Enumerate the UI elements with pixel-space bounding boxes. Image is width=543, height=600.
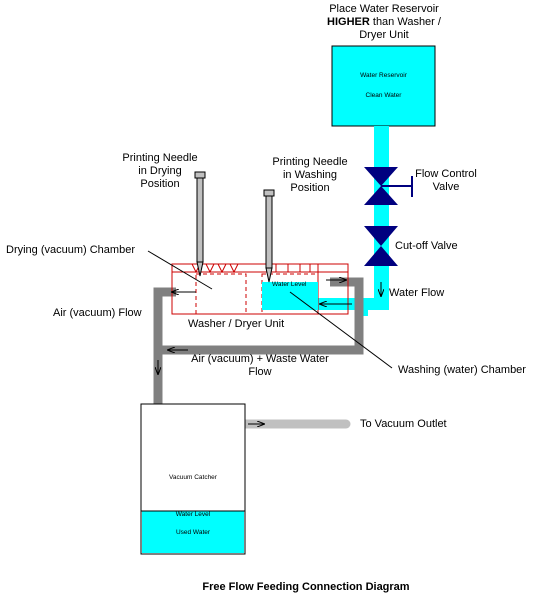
catcher-water-level: Water Level bbox=[175, 511, 211, 518]
drying-chamber-leader bbox=[147, 250, 213, 290]
needle-drying-line2: in Drying bbox=[138, 165, 182, 177]
drying-chamber-label: Drying (vacuum) Chamber bbox=[6, 244, 135, 256]
cutoff-valve-label: Cut-off Valve bbox=[395, 240, 458, 252]
air-flow-label: Air (vacuum) Flow bbox=[53, 307, 142, 319]
washing-chamber-leader bbox=[289, 291, 393, 369]
needle-washing-line3: Position bbox=[290, 182, 330, 194]
washing-chamber-label: Washing (water) Chamber bbox=[398, 364, 526, 376]
needle-drying-label: Printing Needle in Drying Position bbox=[112, 152, 208, 191]
needle-washing-line1: Printing Needle bbox=[272, 156, 348, 168]
reservoir-box-subtitle: Clean Water bbox=[365, 92, 402, 99]
reservoir-note-rest: than Washer / bbox=[369, 16, 441, 28]
reservoir-note-line1: Place Water Reservoir bbox=[329, 3, 439, 15]
needle-washing bbox=[263, 189, 275, 283]
cutoff-valve bbox=[364, 226, 398, 266]
needle-washing-line2: in Washing bbox=[282, 169, 337, 181]
reservoir-note-line3: Dryer Unit bbox=[359, 29, 409, 41]
needle-washing-label: Printing Needle in Washing Position bbox=[262, 156, 358, 195]
water-flow-label: Water Flow bbox=[389, 287, 445, 299]
needle-drying-line3: Position bbox=[140, 178, 180, 190]
vacuum-outlet-label: To Vacuum Outlet bbox=[360, 418, 447, 430]
flow-control-line2: Valve bbox=[432, 181, 460, 193]
flow-control-valve-label: Flow Control Valve bbox=[410, 168, 482, 194]
combined-flow-line1: Air (vacuum) + Waste Water bbox=[191, 353, 329, 365]
inner-water-level-label: Water Level bbox=[272, 281, 307, 288]
combined-flow-label: Air (vacuum) + Waste Water Flow bbox=[178, 353, 342, 379]
reservoir-note-bold: HIGHER bbox=[327, 16, 370, 28]
combined-flow-line2: Flow bbox=[248, 366, 272, 378]
flow-control-valve bbox=[364, 167, 413, 205]
diagram-caption: Free Flow Feeding Connection Diagram bbox=[202, 581, 410, 593]
catcher-used-water: Used Water bbox=[175, 529, 211, 536]
water-reservoir-box bbox=[331, 45, 436, 127]
catcher-title: Vacuum Catcher bbox=[169, 474, 217, 481]
reservoir-box-title: Water Reservoir bbox=[360, 72, 407, 79]
reservoir-placement-note: Place Water Reservoir HIGHER than Washer… bbox=[322, 3, 446, 42]
needle-drying-line1: Printing Needle bbox=[122, 152, 198, 164]
flow-control-line1: Flow Control bbox=[415, 168, 477, 180]
unit-label: Washer / Dryer Unit bbox=[188, 318, 285, 330]
needle-drying bbox=[194, 171, 206, 277]
reservoir-note-line2: HIGHER than Washer / bbox=[322, 16, 446, 29]
vacuum-catcher-water bbox=[142, 511, 244, 553]
